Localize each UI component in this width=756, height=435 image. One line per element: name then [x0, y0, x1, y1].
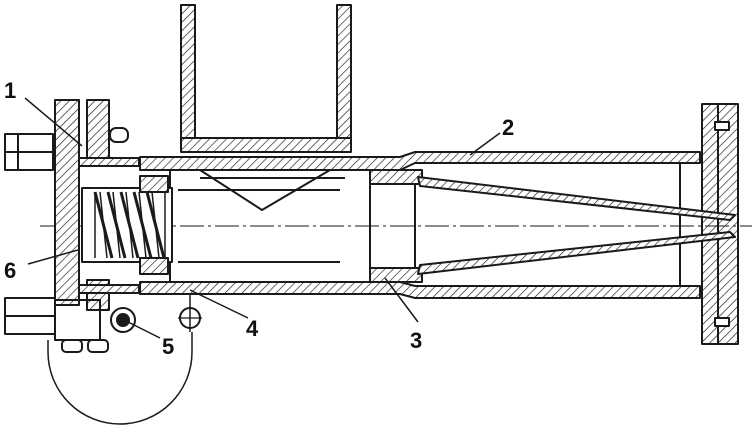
leader-line-5 [127, 321, 161, 339]
callout-label-1: 1 [4, 78, 16, 103]
callout-label-3: 3 [410, 328, 422, 353]
ejector-body [139, 103, 739, 345]
callout-label-5: 5 [162, 334, 174, 359]
leader-line-1 [24, 97, 83, 147]
suction-pipe [180, 4, 352, 166]
leader-line-3 [384, 277, 419, 323]
callout-label-2: 2 [502, 115, 514, 140]
leader-line-6 [27, 249, 79, 265]
diffuser-insert [369, 169, 736, 283]
callout-label-4: 4 [246, 316, 259, 341]
leader-line-4 [189, 289, 249, 319]
return-spring [81, 175, 173, 275]
end-cover [4, 99, 140, 311]
leader-line-2 [469, 132, 501, 156]
hinge-clamp [4, 294, 202, 425]
callout-label-6: 6 [4, 258, 16, 283]
